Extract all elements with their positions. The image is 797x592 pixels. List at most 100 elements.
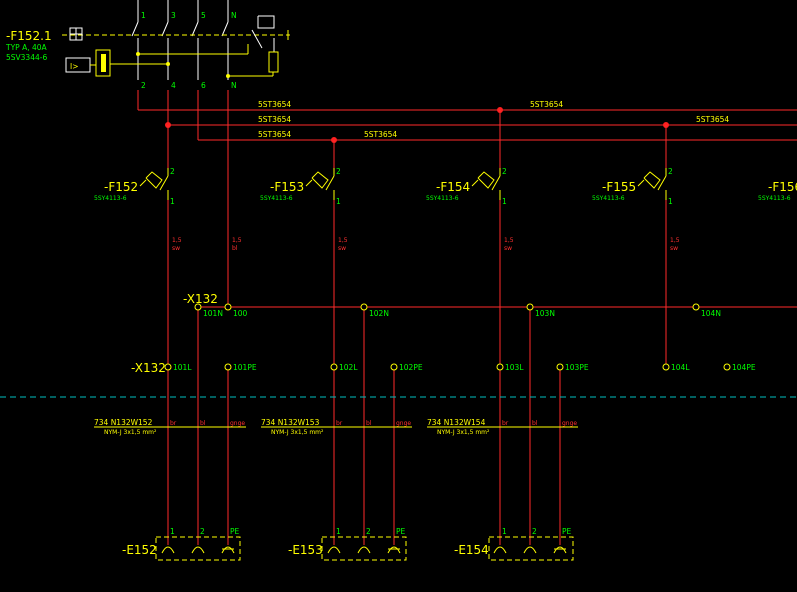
wire-color-3: sw [504,245,512,252]
wire-cross-1: 1,5 [172,237,182,244]
cable-w152[interactable]: 734 N132W152 NYM-J 3x1,5 mm² br bl gnge [94,418,246,436]
terminal-102l: 102L [339,363,358,372]
socket-e152[interactable]: 1 2 PE -E152 [122,527,241,561]
terminal-103n: 103N [535,309,555,318]
e154-pin-2: 2 [532,527,537,536]
e154-pin-pe: PE [562,527,572,536]
main-breaker-rating: TYP A, 40A [5,43,48,52]
mcb-f153[interactable]: 2 1 -F153 5SY4113-6 [260,140,341,206]
f152-name: -F152 [104,180,138,194]
f155-bottom: 1 [668,197,673,206]
e154-name: -E154 [454,543,489,557]
f153-bottom: 1 [336,197,341,206]
test-label: I> [70,62,79,71]
rcd-terminal-n-top: N [231,11,237,20]
cable-w153-core-2: bl [366,420,372,427]
cable-w154-core-1: br [502,420,509,427]
terminal-strip-n: -X132 101N 100 102N 103N 104N [183,292,721,318]
f153-order: 5SY4113-6 [260,195,293,202]
rcd-terminal-3: 3 [171,11,176,20]
wire-cross-3: 1,5 [504,237,514,244]
rcd-terminal-4: 4 [171,81,176,90]
f154-order: 5SY4113-6 [426,195,459,202]
f153-name: -F153 [270,180,304,194]
e152-pin-2: 2 [200,527,205,536]
terminal-102pe: 102PE [399,363,423,372]
cable-w153-core-3: gnge [396,420,411,427]
terminal-104pe: 104PE [732,363,756,372]
e153-name: -E153 [288,543,323,557]
e154-pin-1: 1 [502,527,507,536]
f155-top: 2 [668,167,673,176]
cable-w154-core-2: bl [532,420,538,427]
e152-pin-pe: PE [230,527,240,536]
f156-order: 5SY4113-6 [758,195,791,202]
wire-cross-2: 1,5 [338,237,348,244]
wire-cross-4: 1,5 [670,237,680,244]
terminal-103l: 103L [505,363,524,372]
wire-cross-n: 1,5 [232,237,242,244]
terminal-101n: 101N [203,309,223,318]
busbar-label-2: 5ST3654 [530,100,563,109]
cable-w152-core-1: br [170,420,177,427]
wire-color-4: sw [670,245,678,252]
mcb-f156[interactable]: -F156 5SY4113-6 [758,180,797,202]
f154-top: 2 [502,167,507,176]
rcd-terminal-5: 5 [201,11,206,20]
main-breaker-order: 5SV3344-6 [6,53,47,62]
socket-e154[interactable]: 1 2 PE -E154 [454,527,574,561]
cable-w154[interactable]: 734 N132W154 NYM-J 3x1,5 mm² br bl gnge [427,418,578,436]
f152-top: 2 [170,167,175,176]
f154-name: -F154 [436,180,470,194]
terminal-102n: 102N [369,309,389,318]
terminal-101pe: 101PE [233,363,257,372]
cable-w152-core-3: gnge [230,420,245,427]
cable-w154-id: 734 N132W154 [427,418,486,427]
e152-pin-1: 1 [170,527,175,536]
cable-w152-core-2: bl [200,420,206,427]
cable-w153-type: NYM-J 3x1,5 mm² [271,429,324,436]
busbars: 5ST3654 5ST3654 5ST3654 5ST3654 5ST3654 … [137,90,797,307]
f155-name: -F155 [602,180,636,194]
terminal-101l: 101L [173,363,192,372]
rcd-terminal-n-bottom: N [231,81,237,90]
wire-color-1: sw [172,245,180,252]
terminal-104l: 104L [671,363,690,372]
e153-pin-2: 2 [366,527,371,536]
phase-wires: 1,5 sw 1,5 bl 1,5 sw 1,5 sw 1,5 sw [167,200,680,364]
terminal-104n: 104N [701,309,721,318]
rcd-terminal-1: 1 [141,11,146,20]
e153-pin-1: 1 [336,527,341,536]
main-breaker[interactable]: I> 1 3 5 N 2 4 6 N -F152.1 TYP A, 40A 5S… [5,0,290,90]
socket-e153[interactable]: 1 2 PE -E153 [288,527,407,561]
busbar-label-4: 5ST3654 [696,115,729,124]
cable-w152-type: NYM-J 3x1,5 mm² [104,429,157,436]
terminal-103pe: 103PE [565,363,589,372]
f153-top: 2 [336,167,341,176]
busbar-label-1: 5ST3654 [258,100,291,109]
cable-w153[interactable]: 734 N132W153 NYM-J 3x1,5 mm² br bl gnge [261,418,412,436]
wire-color-2: sw [338,245,346,252]
cable-w153-core-1: br [336,420,343,427]
rcd-terminal-6: 6 [201,81,206,90]
f152-bottom: 1 [170,197,175,206]
cable-w154-core-3: gnge [562,420,577,427]
e153-pin-pe: PE [396,527,406,536]
f155-order: 5SY4113-6 [592,195,625,202]
busbar-label-5: 5ST3654 [258,130,291,139]
mcb-f154[interactable]: 2 1 -F154 5SY4113-6 [426,110,507,206]
cable-w152-id: 734 N132W152 [94,418,153,427]
terminal-strip-l-pe: -X132 101L 101PE 102L 102PE 103L 103PE 1… [131,361,756,375]
busbar-label-3: 5ST3654 [258,115,291,124]
x132-label-top: -X132 [183,292,218,306]
terminal-100: 100 [233,309,248,318]
mcb-f155[interactable]: 2 1 -F155 5SY4113-6 [592,125,673,206]
e152-name: -E152 [122,543,157,557]
mcb-f152[interactable]: 2 1 -F152 5SY4113-6 [94,125,175,206]
main-breaker-name: -F152.1 [6,29,52,43]
f156-name: -F156 [768,180,797,194]
cable-w154-type: NYM-J 3x1,5 mm² [437,429,490,436]
rcd-terminal-2: 2 [141,81,146,90]
cable-w153-id: 734 N132W153 [261,418,320,427]
